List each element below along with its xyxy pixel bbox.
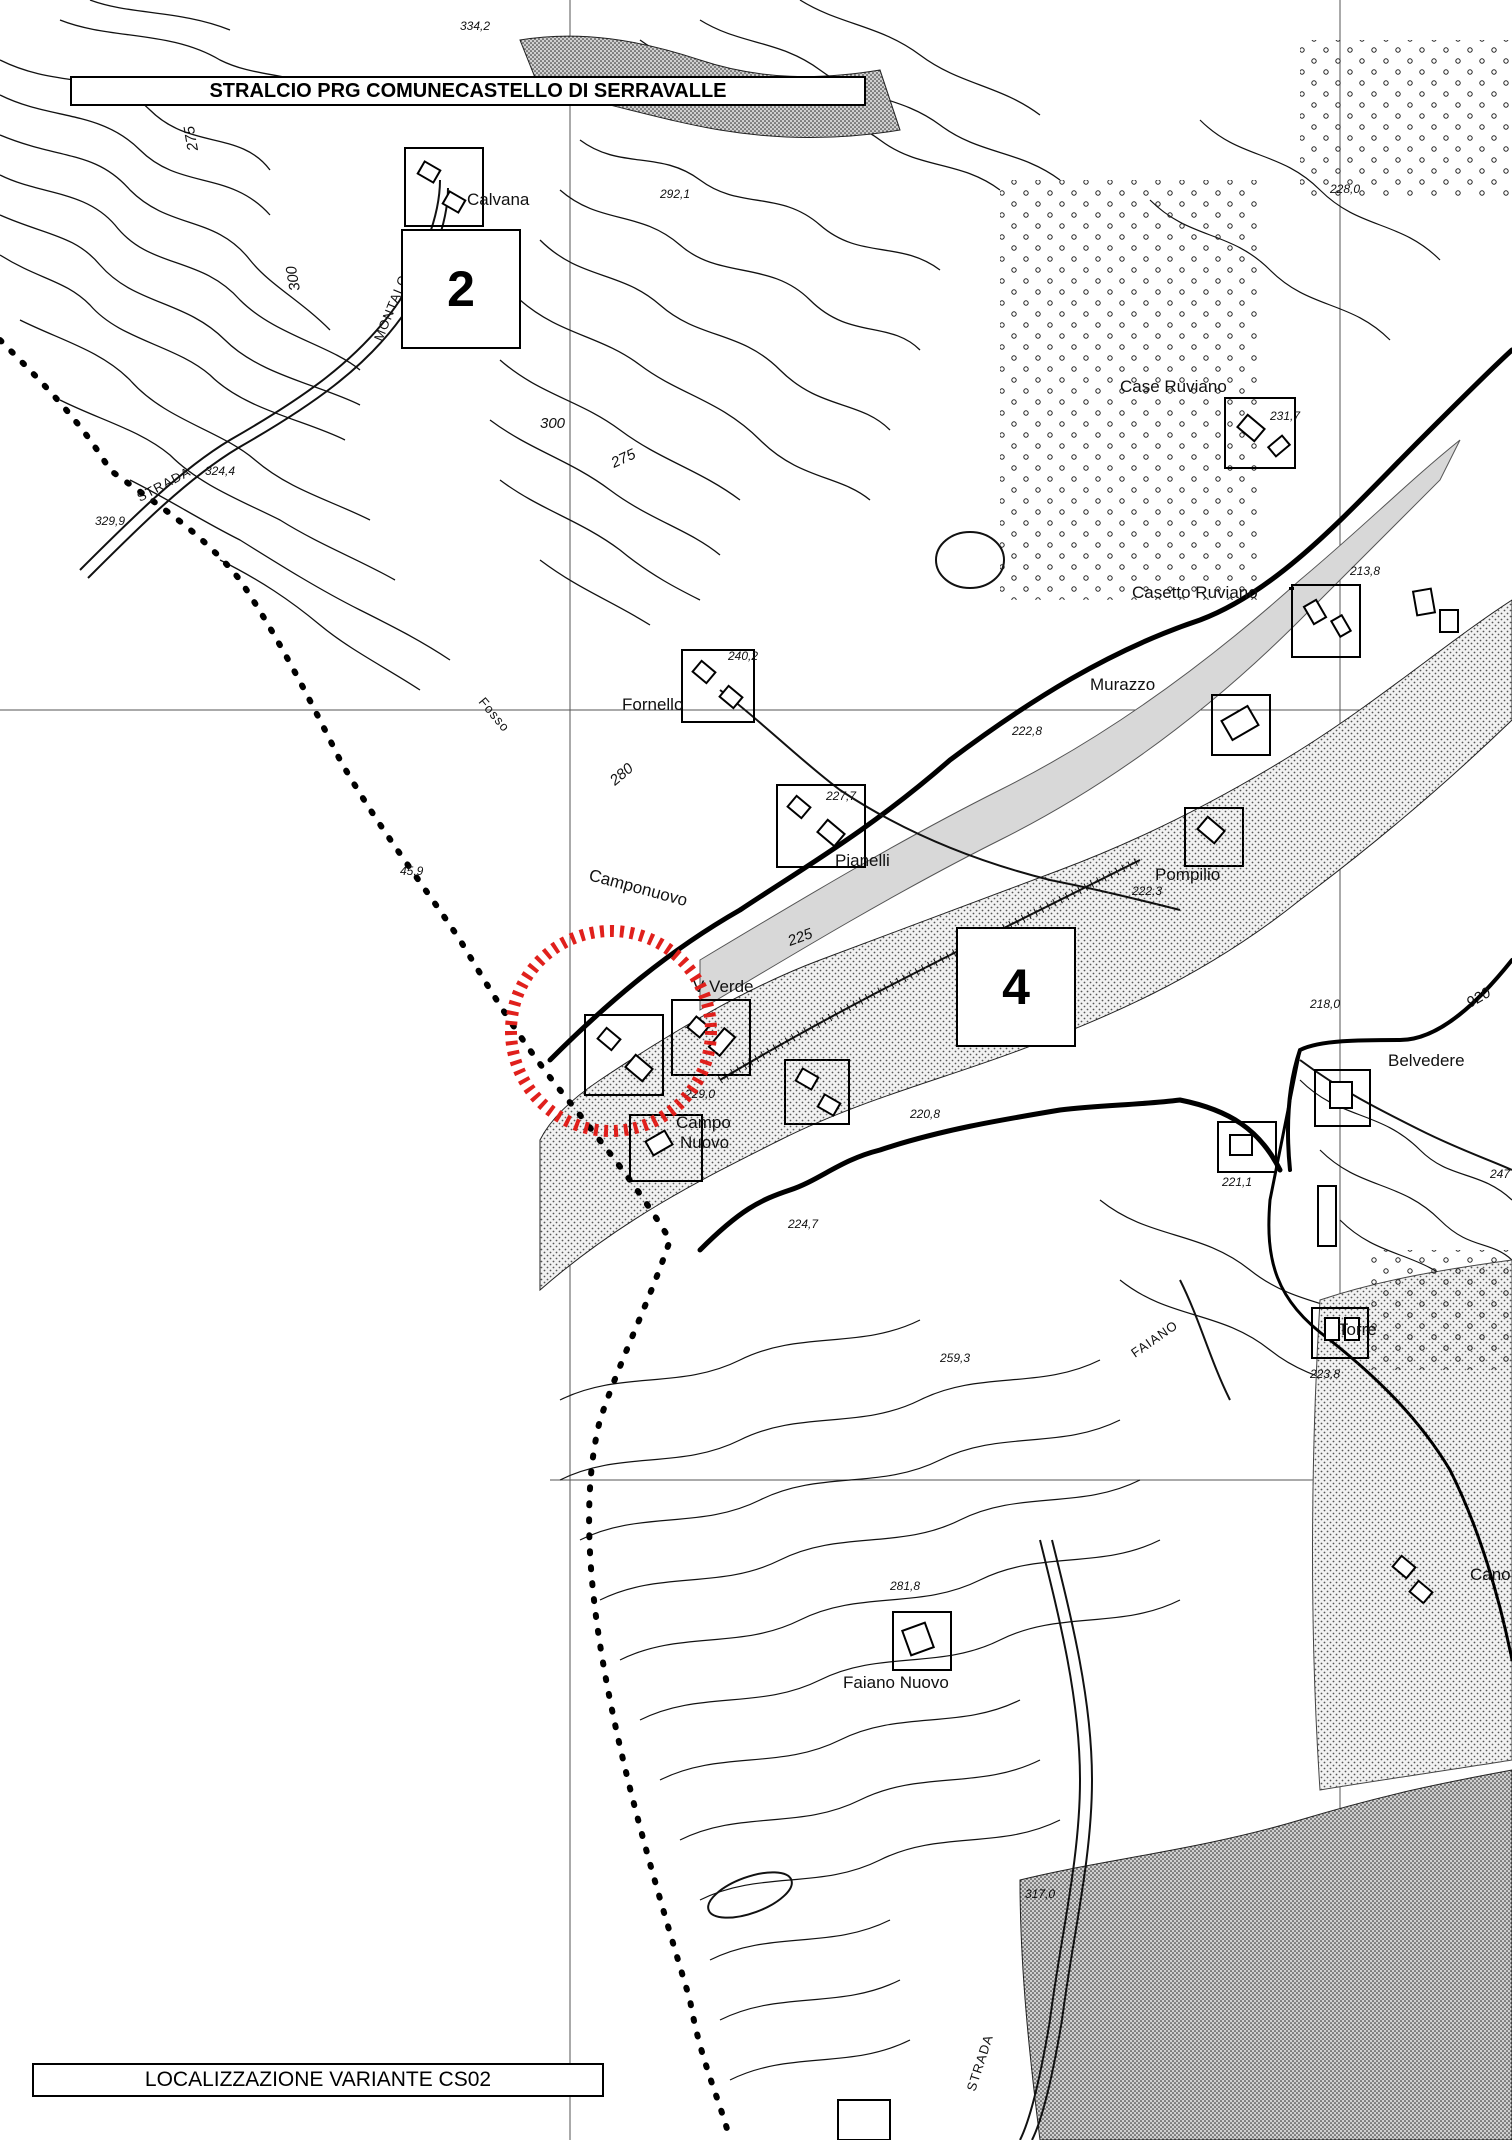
label-faiano-road: FAIANO xyxy=(1128,1317,1181,1360)
contour-275-west: 275 xyxy=(181,124,202,153)
label-fosso: Fosso xyxy=(476,694,513,735)
buildings xyxy=(404,147,1459,2140)
elev-213: 213,8 xyxy=(1349,564,1380,578)
elev-222-8: 222,8 xyxy=(1011,724,1042,738)
label-murazzo: Murazzo xyxy=(1090,675,1155,694)
elev-292: 292,1 xyxy=(659,187,690,201)
variant-location-highlight xyxy=(505,925,717,1137)
orchard-center xyxy=(1000,180,1260,600)
municipal-boundary xyxy=(0,337,733,2140)
map-title: STRALCIO PRG COMUNECASTELLO DI SERRAVALL… xyxy=(70,76,866,106)
elev-222-3: 222,3 xyxy=(1131,884,1162,898)
elev-218: 218,0 xyxy=(1309,997,1340,1011)
label-casetto-ruviano: Casetto Ruviano xyxy=(1132,583,1258,602)
label-villa-verde: V Verde xyxy=(693,977,754,996)
label-faiano-nuovo: Faiano Nuovo xyxy=(843,1673,949,1692)
label-canonica: Cano xyxy=(1470,1565,1511,1584)
elev-220: 220,8 xyxy=(909,1107,940,1121)
zone-marker-4: 4 xyxy=(956,927,1076,1047)
elev-231: 231,7 xyxy=(1269,409,1301,423)
contour-275-center: 275 xyxy=(608,445,639,472)
label-pompilio: Pompilio xyxy=(1155,865,1220,884)
label-pianelli: Pianelli xyxy=(835,851,890,870)
elev-45: 45,9 xyxy=(400,864,424,878)
elev-247: 247 xyxy=(1489,1167,1511,1181)
elev-240: 240,2 xyxy=(727,649,758,663)
elev-324: 324,4 xyxy=(205,464,235,478)
contour-300-west: 300 xyxy=(283,264,304,292)
label-campo: Campo xyxy=(676,1113,731,1132)
elev-281: 281,8 xyxy=(889,1579,920,1593)
elev-259: 259,3 xyxy=(939,1351,970,1365)
label-nuovo: Nuovo xyxy=(680,1133,729,1152)
orchard-torre xyxy=(1370,1250,1512,1370)
label-case-ruviano: Case Ruviano xyxy=(1120,377,1227,396)
label-strada-south: STRADA xyxy=(964,2032,996,2092)
label-camponuovo: Camponuovo xyxy=(587,866,690,911)
elev-334: 334,2 xyxy=(460,19,490,33)
woodland-southeast xyxy=(1019,1769,1512,2140)
elevation-labels: 334,2 292,1 228,0 324,4 329,9 231,7 213,… xyxy=(95,19,1511,1901)
map-caption: LOCALIZZAZIONE VARIANTE CS02 xyxy=(32,2063,604,2097)
label-fornello: Fornello xyxy=(622,695,683,714)
elev-223: 223,8 xyxy=(1309,1367,1340,1381)
elev-329: 329,9 xyxy=(95,514,125,528)
elev-317: 317,0 xyxy=(1025,1887,1055,1901)
elev-227: 227,7 xyxy=(825,789,857,803)
contour-lines-northwest xyxy=(0,0,451,691)
label-torre: Torre xyxy=(1338,1320,1377,1339)
contour-280: 280 xyxy=(606,760,637,790)
elev-224: 224,7 xyxy=(787,1217,819,1231)
label-belvedere: Belvedere xyxy=(1388,1051,1465,1070)
label-calvana: Calvana xyxy=(467,190,530,209)
orchard-northeast xyxy=(1300,40,1512,200)
river-band xyxy=(699,439,1461,1011)
contour-300-center: 300 xyxy=(540,415,566,432)
ponds xyxy=(707,531,1005,1919)
elev-228: 228,0 xyxy=(1329,182,1360,196)
elev-221: 221,1 xyxy=(1221,1175,1252,1189)
zone-marker-2: 2 xyxy=(401,229,521,349)
